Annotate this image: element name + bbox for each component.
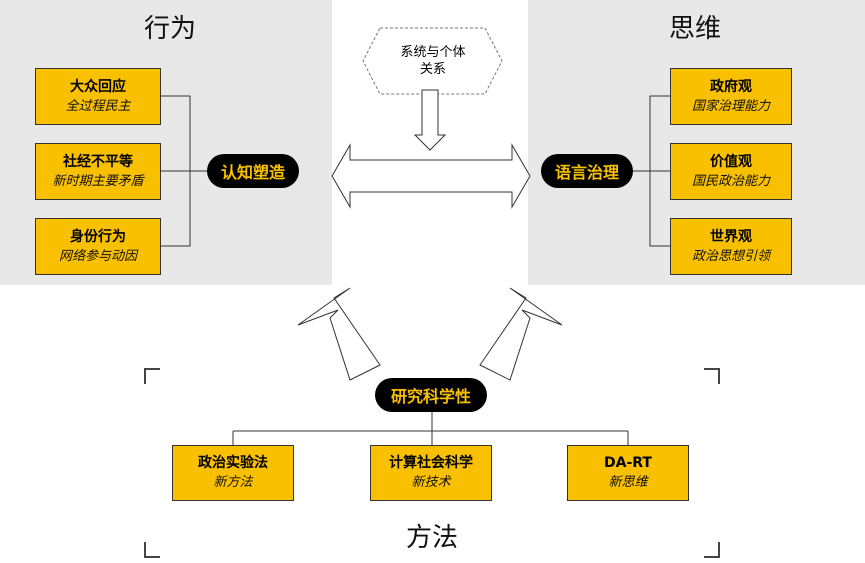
up-left-arrow <box>297 287 381 381</box>
right-box-1: 政府观 国家治理能力 <box>670 68 792 125</box>
right-box-1-title: 政府观 <box>710 78 752 95</box>
hexagon-shape <box>362 27 503 95</box>
right-box-2-subtitle: 国民政治能力 <box>691 173 770 189</box>
right-box-2-title: 价值观 <box>710 153 752 170</box>
right-box-2: 价值观 国民政治能力 <box>670 143 792 200</box>
left-box-1-subtitle: 全过程民主 <box>65 98 131 114</box>
double-arrow <box>331 143 531 209</box>
corner-top-left <box>144 368 160 384</box>
right-hub-pill: 语言治理 <box>541 154 633 188</box>
right-box-3: 世界观 政治思想引领 <box>670 218 792 275</box>
corner-bottom-left <box>144 542 160 558</box>
hexagon-label: 系统与个体 关系 <box>378 44 488 78</box>
left-box-1-title: 大众回应 <box>70 78 126 95</box>
right-box-3-title: 世界观 <box>710 228 752 245</box>
hexagon-line1: 系统与个体 <box>400 45 466 60</box>
hexagon-line2: 关系 <box>419 62 446 77</box>
left-box-2-title: 社经不平等 <box>63 153 133 170</box>
bottom-box-3-title: DA-RT <box>604 455 652 471</box>
bottom-bracket-lines <box>232 410 629 445</box>
right-box-3-subtitle: 政治思想引领 <box>691 248 770 264</box>
corner-bottom-right <box>704 542 720 558</box>
left-box-3-title: 身份行为 <box>70 228 126 245</box>
right-box-1-subtitle: 国家治理能力 <box>691 98 770 114</box>
bottom-box-1-subtitle: 新方法 <box>213 475 253 490</box>
left-box-1: 大众回应 全过程民主 <box>35 68 161 125</box>
bottom-box-1-title: 政治实验法 <box>198 455 268 471</box>
bottom-box-2: 计算社会科学 新技术 <box>370 445 492 501</box>
left-box-3-subtitle: 网络参与动因 <box>58 248 137 264</box>
behavior-heading: 行为 <box>143 14 196 44</box>
bottom-box-3-subtitle: 新思维 <box>608 475 648 490</box>
left-box-2: 社经不平等 新时期主要矛盾 <box>35 143 161 200</box>
corner-top-right <box>704 368 720 384</box>
method-heading: 方法 <box>405 523 458 553</box>
left-box-2-subtitle: 新时期主要矛盾 <box>52 173 144 189</box>
bottom-hub-pill: 研究科学性 <box>375 378 487 412</box>
bottom-box-3: DA-RT 新思维 <box>567 445 689 501</box>
bottom-box-2-subtitle: 新技术 <box>411 475 451 490</box>
thinking-heading: 思维 <box>668 14 721 44</box>
left-bracket-lines <box>160 95 215 247</box>
bottom-box-1: 政治实验法 新方法 <box>172 445 294 501</box>
up-right-arrow <box>479 287 563 381</box>
right-bracket-lines <box>628 95 670 247</box>
bottom-box-2-title: 计算社会科学 <box>389 455 473 471</box>
left-box-3: 身份行为 网络参与动因 <box>35 218 161 275</box>
down-arrow <box>413 89 447 151</box>
left-hub-pill: 认知塑造 <box>207 154 299 188</box>
